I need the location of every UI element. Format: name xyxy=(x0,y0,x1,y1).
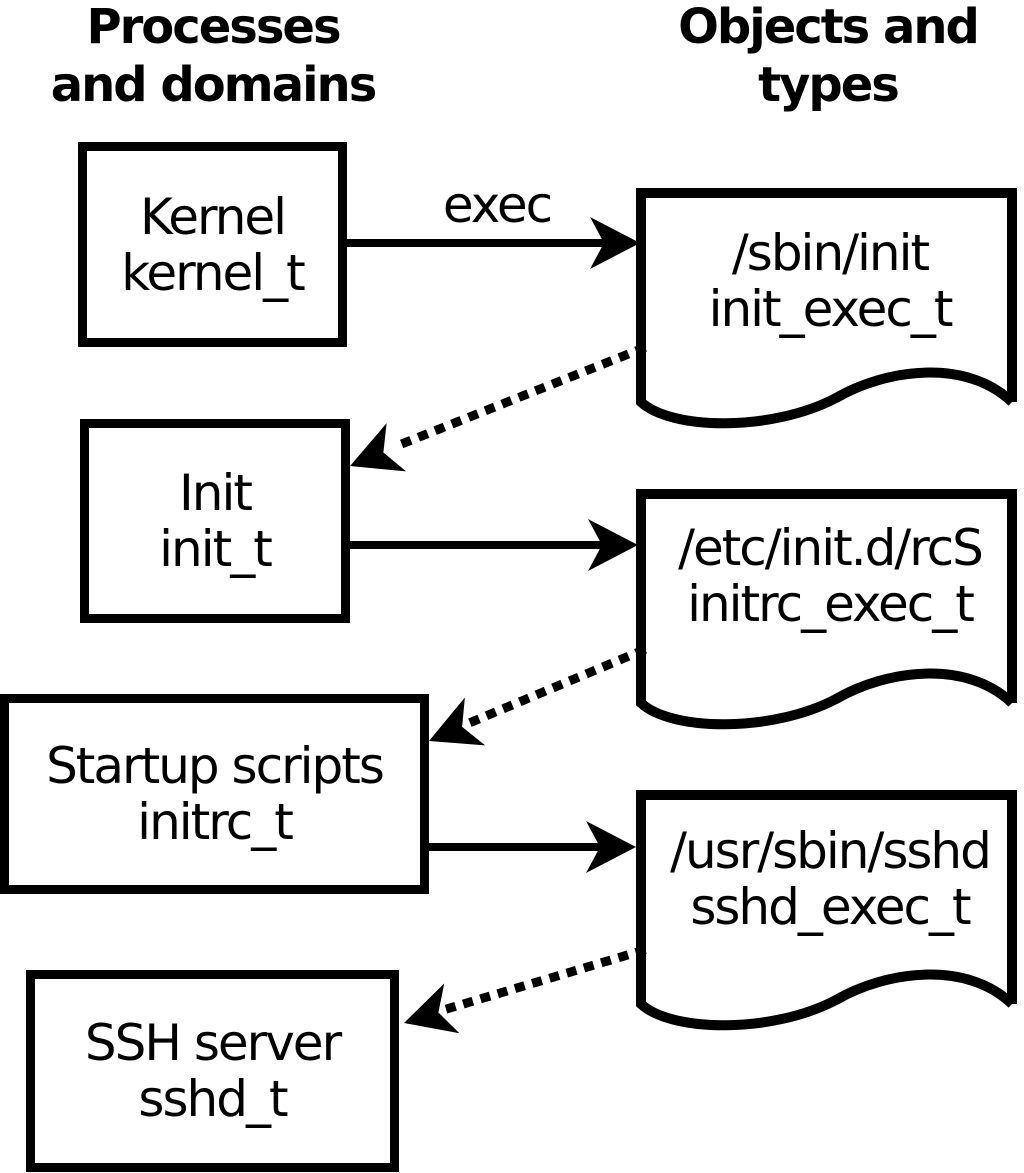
process-box-kernel: Kernel kernel_t xyxy=(78,142,347,347)
object-path: /etc/init.d/rcS xyxy=(678,519,984,577)
object-label-etc-initd-rcs: /etc/init.d/rcS initrc_exec_t xyxy=(645,520,1015,632)
process-domain: sshd_t xyxy=(138,1070,288,1128)
object-label-usr-sbin-sshd: /usr/sbin/sshd sshd_exec_t xyxy=(645,823,1015,935)
object-document-shape xyxy=(636,790,1017,1031)
heading-line: and domains xyxy=(50,57,378,113)
process-name: SSH server xyxy=(84,1014,342,1072)
process-domain: kernel_t xyxy=(121,243,306,302)
process-box-ssh-server: SSH server sshd_t xyxy=(26,970,399,1172)
heading-line: Objects and xyxy=(678,0,980,55)
object-type: initrc_exec_t xyxy=(687,575,975,633)
object-document-shape xyxy=(636,188,1017,429)
column-heading-objects: Objects and types xyxy=(633,0,1023,114)
transition-arrow-to-init xyxy=(340,343,647,491)
process-box-startup-scripts: Startup scripts initrc_t xyxy=(0,694,429,894)
process-name: Init xyxy=(179,464,253,522)
object-type: sshd_exec_t xyxy=(690,878,971,936)
heading-line: Processes xyxy=(86,0,341,55)
process-domain: initrc_t xyxy=(137,793,294,851)
heading-line: types xyxy=(758,57,900,113)
column-heading-processes: Processes and domains xyxy=(18,0,408,114)
object-path: /sbin/init xyxy=(731,224,930,282)
exec-arrow-initrc-to-sshd xyxy=(429,821,636,873)
process-name: Kernel xyxy=(139,187,287,246)
exec-arrow-init-to-rcs xyxy=(350,519,638,571)
object-label-sbin-init: /sbin/init init_exec_t xyxy=(645,225,1015,337)
process-domain: init_t xyxy=(159,520,273,578)
object-document-shape xyxy=(636,489,1017,730)
transition-arrow-to-sshd xyxy=(396,945,647,1048)
process-box-init: Init init_t xyxy=(80,419,350,623)
object-path: /usr/sbin/sshd xyxy=(670,822,992,880)
exec-arrow-label: exec xyxy=(442,176,553,234)
process-name: Startup scripts xyxy=(46,737,385,795)
object-type: init_exec_t xyxy=(708,280,954,338)
transition-arrow-to-initrc xyxy=(418,645,647,765)
